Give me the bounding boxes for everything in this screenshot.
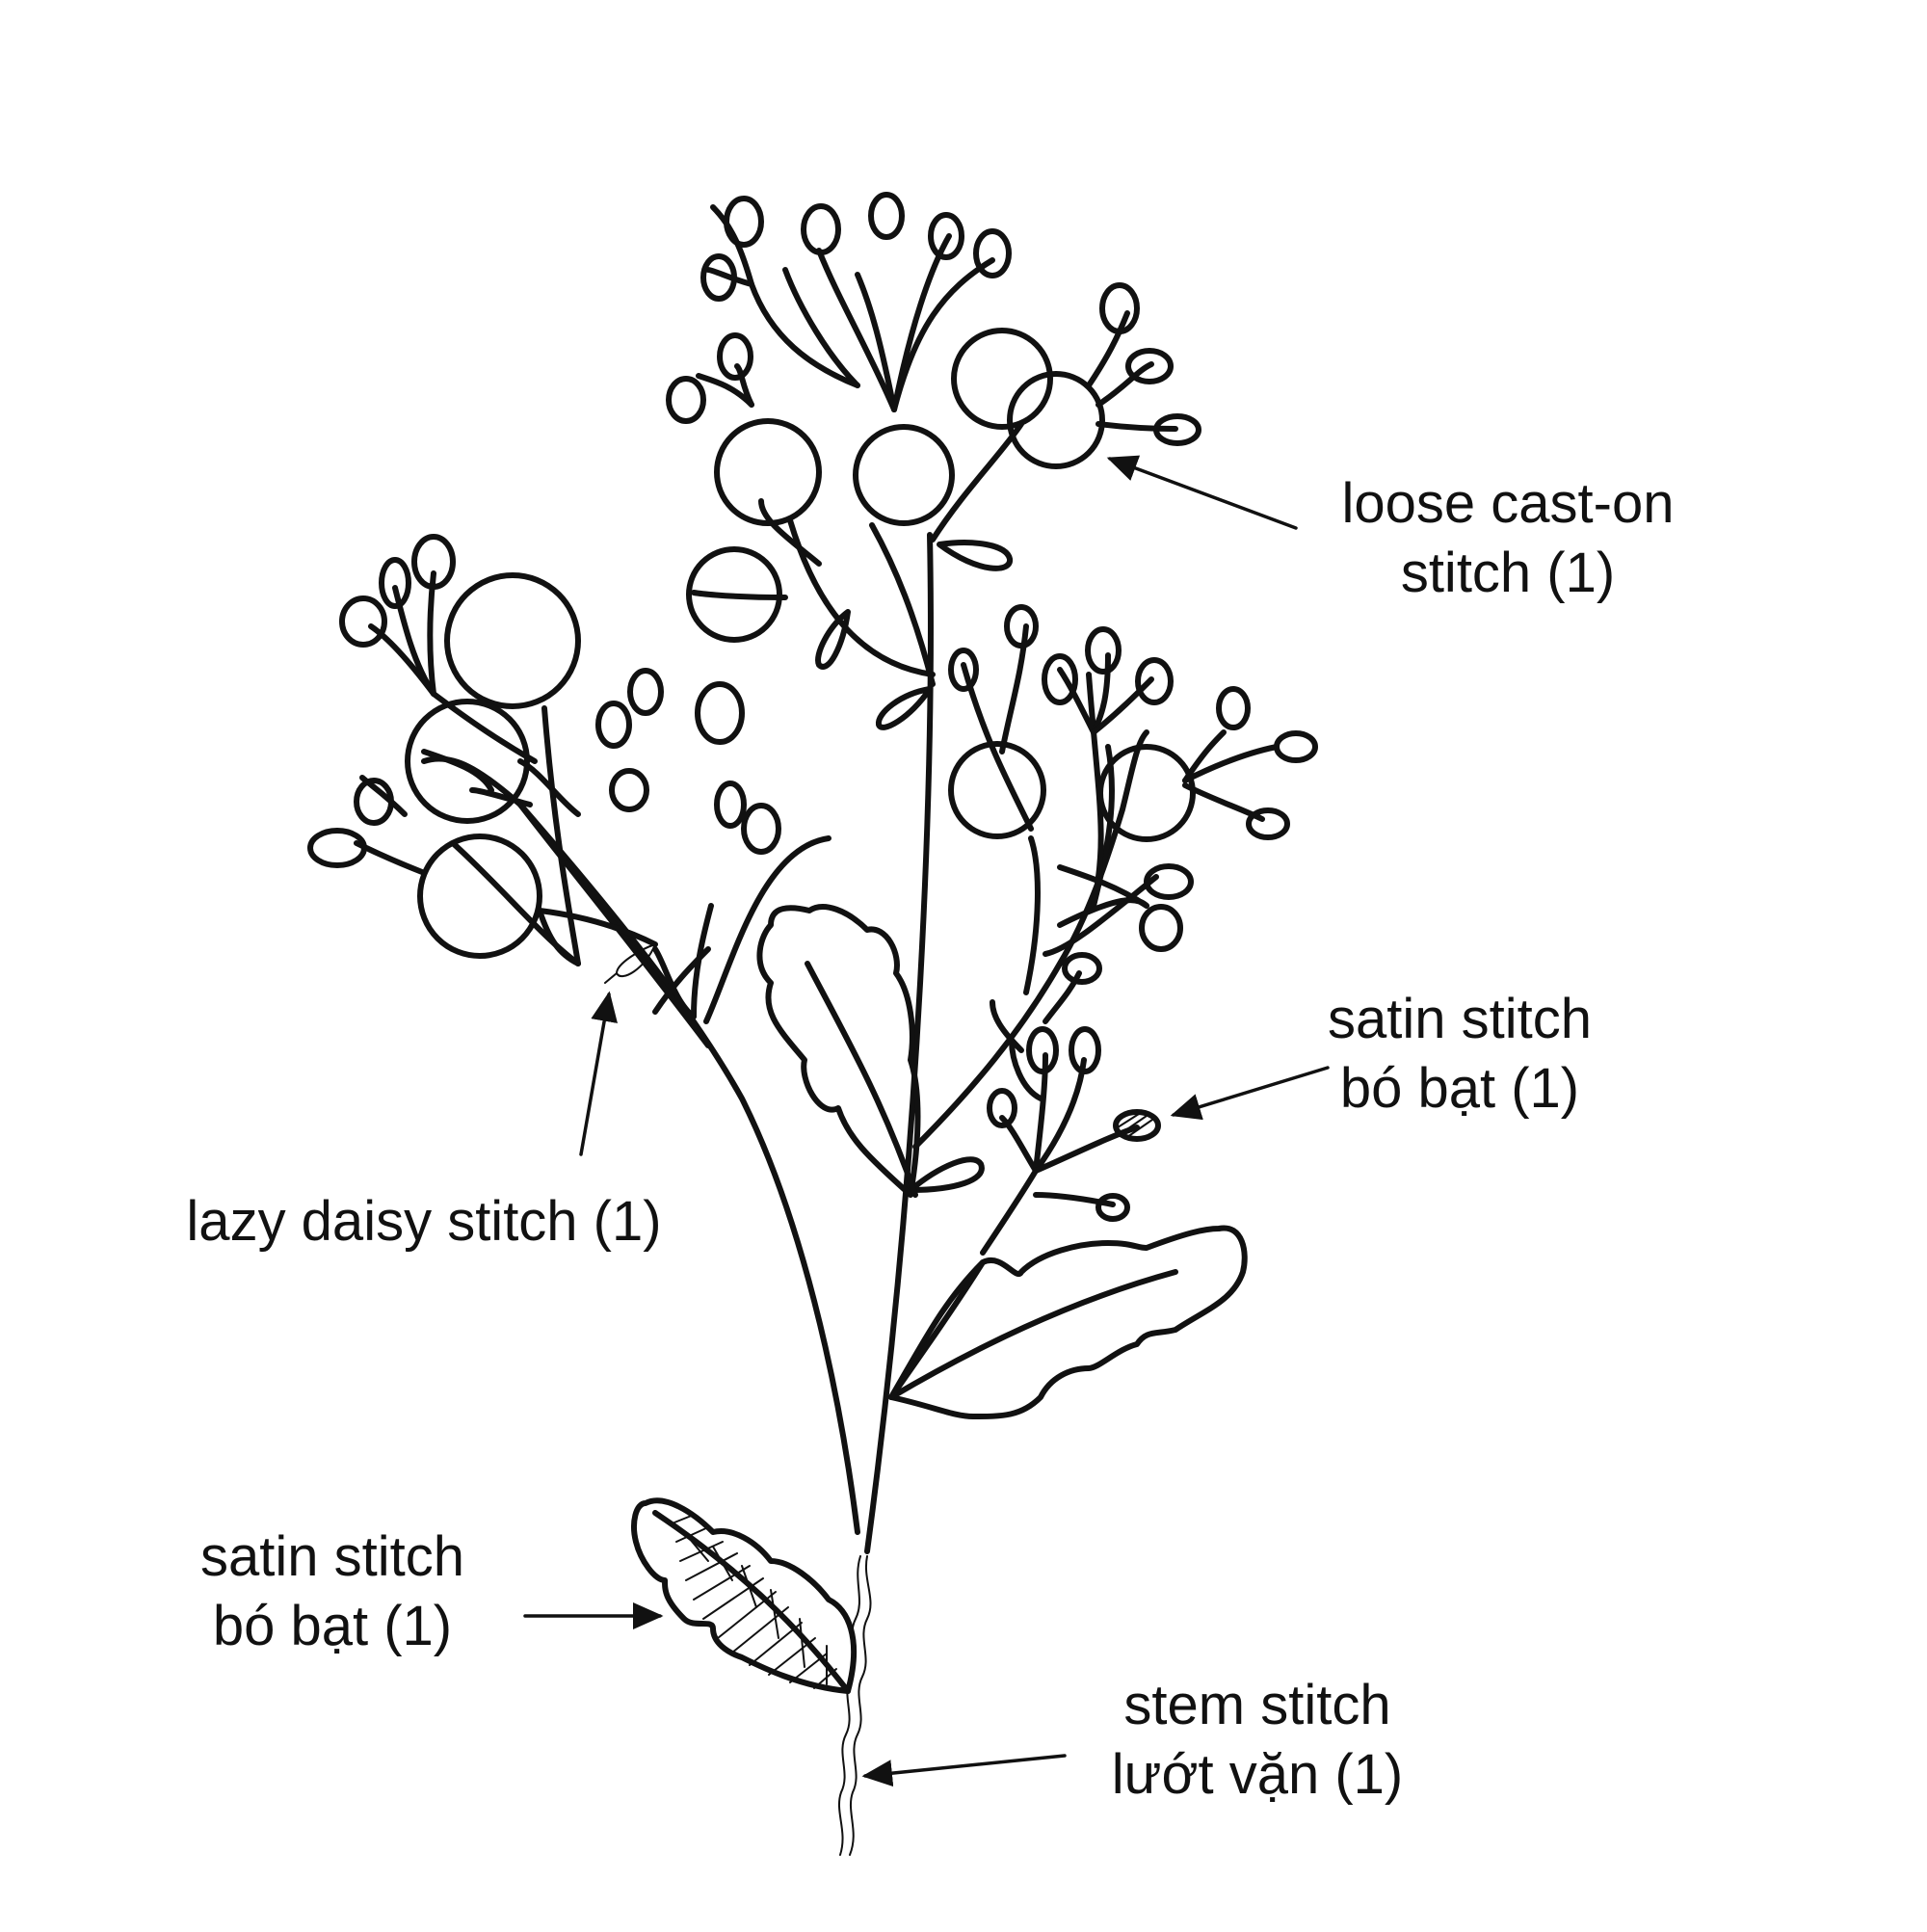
main-stem-left [517, 802, 860, 1535]
arrow-stem [861, 1754, 1067, 1787]
bud-ellipse [1099, 282, 1140, 334]
label-line: loose cast-on [1341, 472, 1675, 535]
label-line: stem stitch [1123, 1674, 1391, 1736]
bud-ellipse [717, 332, 753, 381]
cast-on-circle [417, 834, 542, 959]
label-line: lazy daisy stitch (1) [186, 1190, 662, 1253]
satin-bud-filled [1113, 1109, 1161, 1142]
bud-ellipse [1125, 348, 1174, 384]
pointer-arrows [523, 455, 1330, 1787]
label-satin-stitch-left: satin stitch bó bạt (1) [178, 1522, 487, 1661]
bud-ellipse [801, 203, 841, 255]
lazy-daisy-loop [815, 609, 851, 670]
bud-ellipse [695, 681, 745, 745]
bud-ellipse [1139, 904, 1183, 952]
bud-ellipse [1144, 863, 1194, 900]
cast-on-circle [686, 546, 782, 643]
label-satin-stitch-right: satin stitch bó bạt (1) [1296, 985, 1623, 1124]
bud-ellipse [1062, 952, 1102, 985]
label-stem-stitch: stem stitch lướt vặn (1) [1089, 1671, 1426, 1810]
bud-ellipse [741, 803, 781, 855]
bud-ellipse [411, 534, 456, 590]
bud-ellipse [973, 228, 1012, 278]
cast-on-circle [714, 418, 822, 526]
main-stem-right [864, 532, 934, 1554]
lazy-daisy-loop [937, 540, 1013, 571]
bud-ellipse [948, 648, 979, 692]
bud-ellipse [714, 781, 747, 829]
bud-ellipse [1274, 730, 1318, 763]
left-cluster [307, 534, 832, 1024]
bud-ellipse [1085, 626, 1122, 675]
lazy-daisy-loop [876, 686, 933, 730]
leaf-satin-left [631, 1497, 858, 1694]
label-line: satin stitch [200, 1525, 464, 1588]
bud-ellipse [379, 557, 411, 609]
bud-ellipse [666, 376, 706, 424]
main-stems [517, 532, 934, 1554]
cast-on-circle [951, 328, 1053, 430]
bud-ellipse [1153, 413, 1201, 446]
bud-ellipse [928, 212, 964, 260]
label-lazy-daisy: lazy daisy stitch (1) [164, 1187, 684, 1257]
stem-stitch [837, 1555, 872, 1856]
cast-on-circle [1007, 371, 1105, 469]
bud-ellipse [700, 253, 737, 302]
bud-ellipse [724, 196, 764, 248]
bud-ellipse [307, 828, 367, 868]
bud-ellipse [1042, 653, 1078, 705]
label-line: bó bạt (1) [1339, 1057, 1580, 1120]
label-loose-cast-on: loose cast-on stitch (1) [1277, 469, 1739, 608]
bud-ellipse [1095, 1193, 1130, 1222]
bud-ellipse [1004, 604, 1039, 648]
arrow-cast-on [1106, 455, 1298, 530]
leaves [631, 904, 1248, 1694]
bud-ellipse [595, 701, 632, 749]
cast-on-circle [1097, 744, 1196, 842]
label-line: bó bạt (1) [212, 1595, 453, 1657]
bud-ellipse [1216, 686, 1251, 730]
top-cluster [666, 192, 1201, 730]
leaf-upper-middle [756, 904, 921, 1198]
cast-on-circle [405, 699, 530, 824]
bud-ellipse [339, 595, 387, 648]
label-line: stitch (1) [1400, 542, 1616, 604]
bud-ellipse [609, 768, 649, 812]
lazy-daisy-loop [908, 1156, 985, 1193]
arrow-satin-right [1170, 1066, 1330, 1121]
label-line: satin stitch [1328, 988, 1592, 1050]
leaf-lower-right [888, 1225, 1248, 1419]
right-cluster [908, 604, 1318, 1256]
bud-ellipse [627, 668, 664, 716]
upper-left-branch [517, 802, 711, 1048]
bud-ellipse [1135, 657, 1174, 705]
cast-on-circle [948, 741, 1046, 839]
bud-ellipse [868, 192, 905, 240]
arrow-lazy-daisy [579, 991, 618, 1156]
bud-ellipse [354, 778, 394, 826]
bud-ellipse [987, 1088, 1017, 1128]
label-line: lướt vặn (1) [1111, 1743, 1404, 1806]
bud-ellipse [1246, 807, 1290, 840]
cast-on-circle [444, 572, 581, 709]
cast-on-circle [853, 424, 955, 526]
satin-hatching [673, 1514, 837, 1689]
